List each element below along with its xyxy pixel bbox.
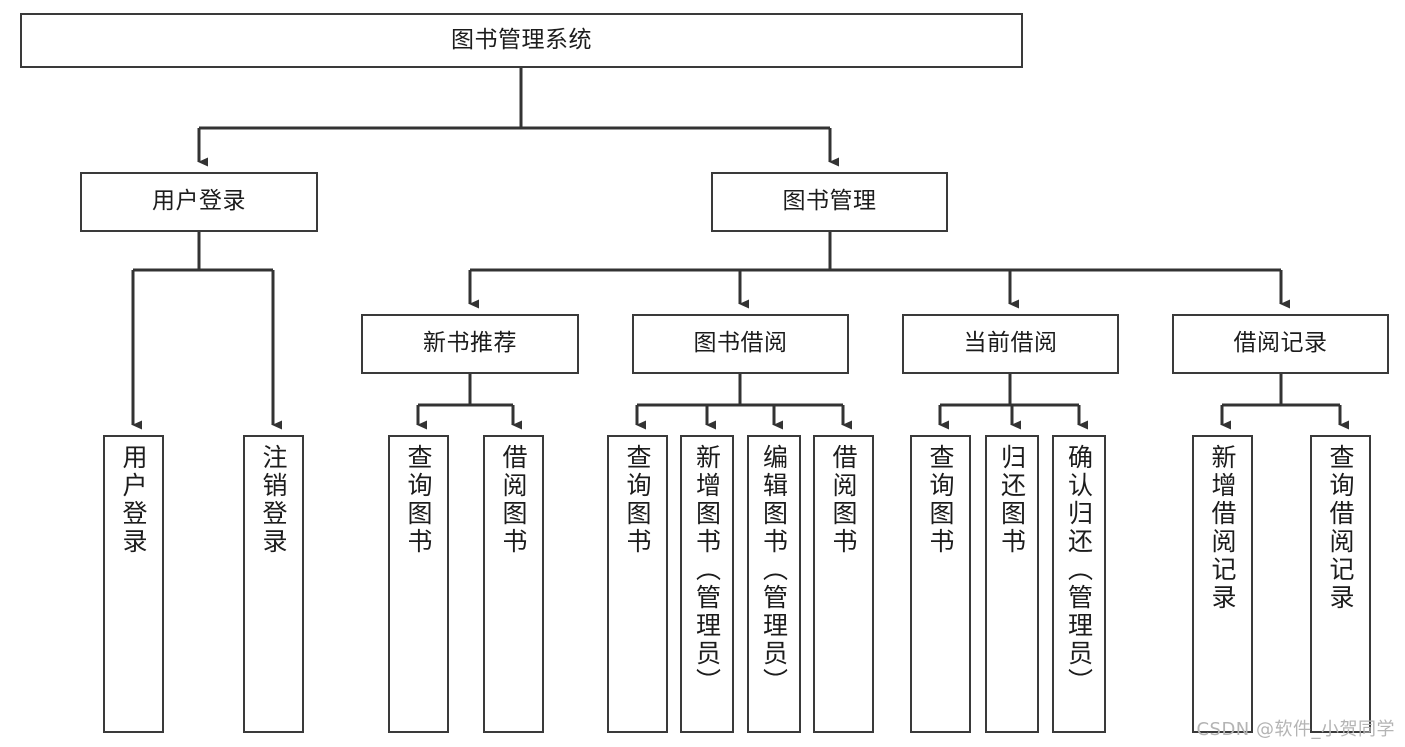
node-leaf-borrow-books-borrow[interactable]: 借阅图书 xyxy=(813,435,874,733)
node-label-leaf-borrow-books-recommend: 借阅图书 xyxy=(499,444,528,556)
node-label-user-login: 用户登录 xyxy=(152,188,246,215)
node-leaf-query-books-borrow[interactable]: 查询图书 xyxy=(607,435,668,733)
node-leaf-confirm-return-admin[interactable]: 确认归还（管理员） xyxy=(1052,435,1106,733)
node-label-leaf-user-logout: 注销登录 xyxy=(259,444,288,556)
node-leaf-user-logout[interactable]: 注销登录 xyxy=(243,435,304,733)
node-label-leaf-add-borrow-record: 新增借阅记录 xyxy=(1208,444,1237,612)
node-label-leaf-borrow-books-borrow: 借阅图书 xyxy=(829,444,858,556)
node-label-leaf-add-book-admin: 新增图书（管理员） xyxy=(692,444,722,696)
node-label-leaf-query-books-current: 查询图书 xyxy=(926,444,955,556)
node-label-leaf-return-book: 归还图书 xyxy=(997,444,1027,556)
node-book-borrow[interactable]: 图书借阅 xyxy=(632,314,849,374)
node-label-leaf-query-books-borrow: 查询图书 xyxy=(623,444,652,556)
node-leaf-return-book[interactable]: 归还图书 xyxy=(985,435,1039,733)
node-label-new-book-recommend: 新书推荐 xyxy=(423,330,517,357)
node-borrow-record[interactable]: 借阅记录 xyxy=(1172,314,1389,374)
node-new-book-recommend[interactable]: 新书推荐 xyxy=(361,314,579,374)
node-leaf-add-borrow-record[interactable]: 新增借阅记录 xyxy=(1192,435,1253,733)
node-label-leaf-query-borrow-record: 查询借阅记录 xyxy=(1326,444,1355,612)
node-label-leaf-edit-book-admin: 编辑图书（管理员） xyxy=(759,444,789,696)
node-label-book-borrow: 图书借阅 xyxy=(693,330,788,357)
node-label-book-management: 图书管理 xyxy=(782,188,877,215)
node-leaf-query-books-recommend[interactable]: 查询图书 xyxy=(388,435,449,733)
csdn-watermark: CSDN @软件_小贺同学 xyxy=(1196,719,1395,740)
node-label-leaf-confirm-return-admin: 确认归还（管理员） xyxy=(1064,444,1094,696)
node-leaf-borrow-books-recommend[interactable]: 借阅图书 xyxy=(483,435,544,733)
node-book-management[interactable]: 图书管理 xyxy=(711,172,948,232)
node-leaf-query-borrow-record[interactable]: 查询借阅记录 xyxy=(1310,435,1371,733)
node-current-borrow[interactable]: 当前借阅 xyxy=(902,314,1119,374)
node-label-leaf-user-login: 用户登录 xyxy=(119,444,148,556)
node-leaf-edit-book-admin[interactable]: 编辑图书（管理员） xyxy=(747,435,801,733)
node-label-leaf-query-books-recommend: 查询图书 xyxy=(404,444,433,556)
node-label-current-borrow: 当前借阅 xyxy=(963,330,1058,357)
node-leaf-add-book-admin[interactable]: 新增图书（管理员） xyxy=(680,435,734,733)
node-leaf-query-books-current[interactable]: 查询图书 xyxy=(910,435,971,733)
node-label-borrow-record: 借阅记录 xyxy=(1233,330,1328,357)
node-label-root: 图书管理系统 xyxy=(451,26,592,53)
node-user-login[interactable]: 用户登录 xyxy=(80,172,318,232)
node-leaf-user-login[interactable]: 用户登录 xyxy=(103,435,164,733)
node-root-system[interactable]: 图书管理系统 xyxy=(20,13,1023,68)
